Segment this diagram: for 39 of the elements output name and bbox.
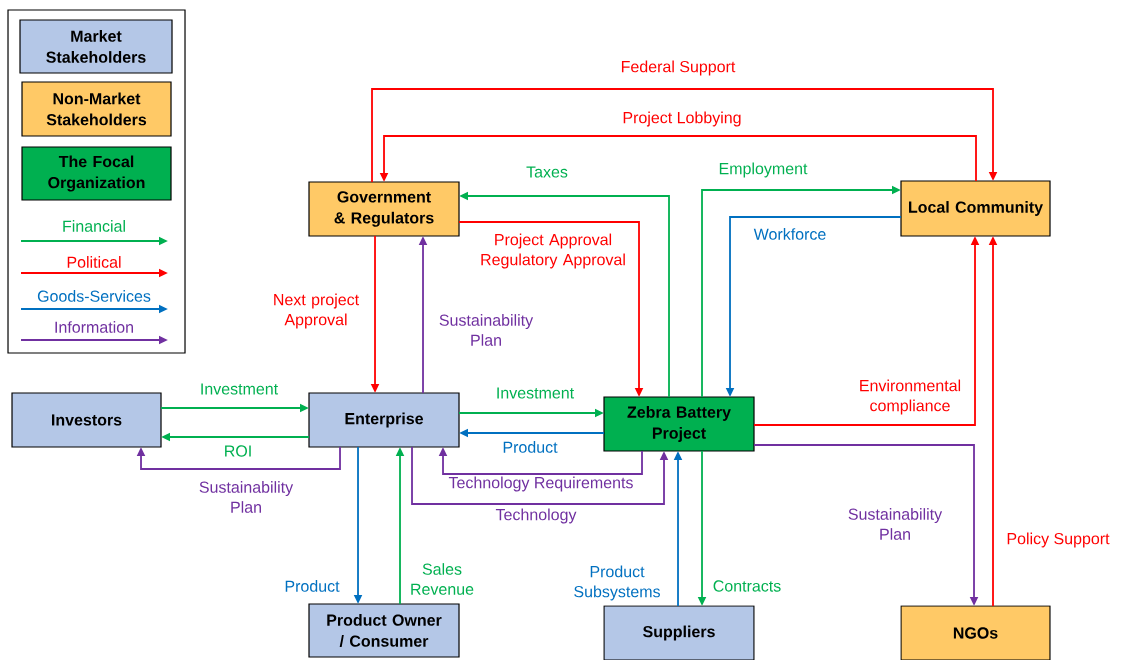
legend-label: Goods-Services [37, 290, 151, 302]
stakeholder-box: Enterprise [308, 392, 460, 448]
edge-label: Project Approval Regulatory Approval [472, 232, 634, 270]
edge-label: Taxes [525, 165, 569, 179]
edge-label: Federal Support [619, 59, 737, 77]
edge-label: Sustainability Plan [435, 313, 537, 347]
edge-label: Contracts [711, 579, 783, 593]
edge-label: Investment [494, 386, 576, 400]
stakeholder-box: Zebra Battery Project [603, 396, 755, 452]
edge-label: Sustainability Plan [185, 480, 307, 514]
legend-label: Political [67, 256, 121, 268]
edge-label: Employment [717, 161, 809, 179]
edge-label: Next project Approval [260, 292, 372, 330]
edge-label: Technology Requirements [447, 475, 635, 493]
legend-label: Financial [63, 220, 125, 232]
stakeholder-box: Suppliers [603, 605, 755, 660]
edge-label: Technology [494, 507, 578, 525]
edge-label: Policy Support [1005, 531, 1111, 549]
legend-box: Non-Market Stakeholders [21, 81, 172, 137]
stakeholder-box: Government & Regulators [308, 181, 460, 237]
legend-box: Market Stakeholders [19, 19, 173, 74]
legend-label: Information [55, 321, 133, 333]
edge-label: Product [283, 579, 341, 593]
edge-label: ROI [222, 444, 254, 458]
edge-label: Investment [198, 382, 280, 396]
stakeholder-box: Investors [11, 392, 162, 448]
edge-label: Product Subsystems [561, 564, 673, 602]
edge-label: Product [501, 440, 559, 454]
arrow [136, 446, 341, 470]
edge-label: Sales Revenue [401, 562, 483, 596]
stakeholder-box: NGOs [900, 605, 1051, 660]
edge-label: Workforce [752, 227, 828, 241]
edge-label: Sustainability Plan [834, 507, 956, 541]
edge-label: Project Lobbying [621, 110, 743, 128]
edge-label: Environmental compliance [853, 378, 967, 416]
legend-box: The Focal Organization [21, 146, 172, 201]
stakeholder-box: Product Owner / Consumer [308, 603, 460, 658]
arrow [371, 88, 998, 183]
stakeholder-box: Local Community [900, 180, 1051, 237]
